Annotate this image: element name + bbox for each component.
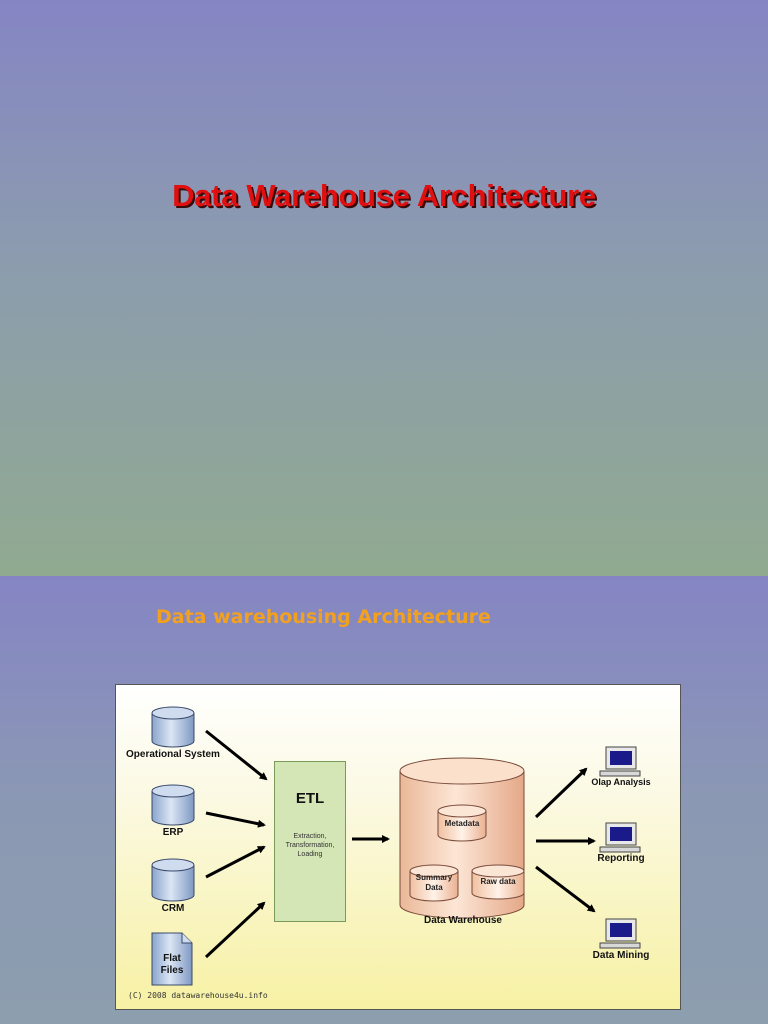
arrow-icon xyxy=(535,865,596,913)
arrow-icon xyxy=(534,767,588,819)
slide-architecture: Data warehousing Architecture xyxy=(0,576,768,1024)
raw-data-cylinder-icon xyxy=(471,864,525,900)
database-cylinder-icon xyxy=(151,784,195,826)
source-label-erp: ERP xyxy=(162,827,184,838)
arrow-icon xyxy=(205,729,268,781)
raw-data-label: Raw data xyxy=(480,877,516,886)
etl-step-transformation: Transformation, xyxy=(285,842,335,849)
slide-title: Data Warehouse Architecture xyxy=(172,178,596,213)
database-cylinder-icon xyxy=(151,706,195,748)
metadata-cylinder-icon xyxy=(437,804,487,842)
etl-title: ETL xyxy=(295,790,325,807)
etl-step-loading: Loading xyxy=(297,851,323,858)
database-cylinder-icon xyxy=(151,858,195,902)
slide-heading: Data warehousing Architecture xyxy=(156,606,491,628)
etl-description: Extraction, Transformation, Loading xyxy=(275,832,345,859)
computer-monitor-icon xyxy=(599,822,641,853)
copyright-notice: (C) 2008 datawarehouse4u.info xyxy=(128,991,268,1000)
source-label-crm: CRM xyxy=(161,903,185,914)
etl-step-extraction: Extraction, xyxy=(293,833,327,840)
diagram-graphics xyxy=(151,706,641,986)
document-icon xyxy=(151,932,193,986)
arrow-icon xyxy=(205,811,266,828)
architecture-diagram: Operational System ERP CRM Flat Files ET… xyxy=(115,684,681,1010)
computer-monitor-icon xyxy=(599,746,641,777)
etl-box: ETL Extraction, Transformation, Loading xyxy=(274,761,346,922)
output-label-data-mining: Data Mining xyxy=(592,950,650,961)
arrow-icon xyxy=(205,845,266,879)
slide-title-page: Data Warehouse Architecture xyxy=(0,0,768,576)
output-label-reporting: Reporting xyxy=(597,853,645,864)
output-label-olap-analysis: Olap Analysis xyxy=(591,777,651,787)
summary-data-label: Summary Data xyxy=(415,873,453,892)
computer-monitor-icon xyxy=(599,918,641,949)
summary-data-cylinder-icon xyxy=(409,864,459,902)
metadata-label: Metadata xyxy=(444,819,480,828)
source-label-flat-files: Flat Files xyxy=(160,953,184,976)
source-label-operational-system: Operational System xyxy=(126,749,220,760)
data-warehouse-label: Data Warehouse xyxy=(424,915,502,926)
arrow-icon xyxy=(204,901,266,959)
